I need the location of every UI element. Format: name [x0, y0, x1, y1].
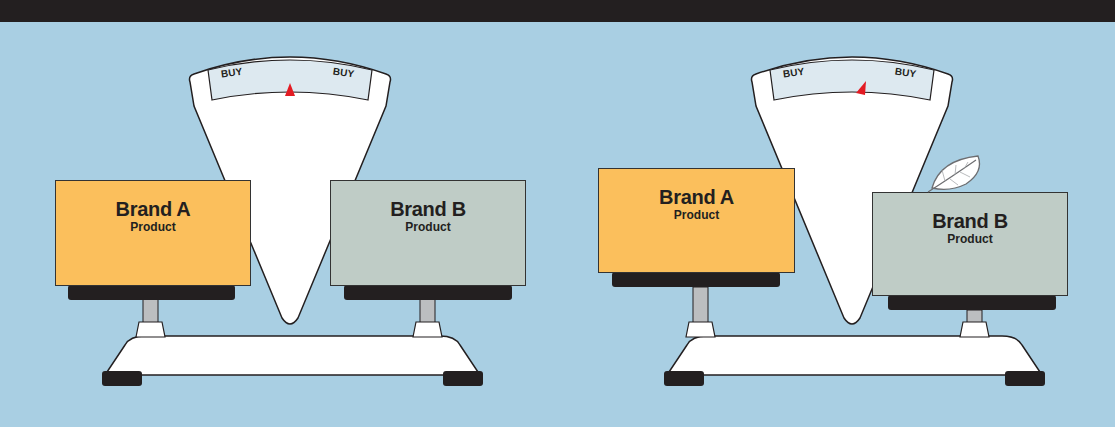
- feather: [928, 156, 980, 192]
- feather-vane: [932, 156, 980, 189]
- scale-pan: [344, 285, 512, 300]
- scale-pan: [68, 285, 235, 300]
- product-box: Brand BProduct: [872, 192, 1068, 296]
- dial-window: [208, 60, 372, 100]
- scale-foot: [443, 371, 483, 386]
- product-box: Brand BProduct: [330, 180, 526, 286]
- scale-stem: [143, 299, 158, 324]
- background: [0, 22, 1115, 427]
- scale-foot: [102, 371, 142, 386]
- stem-collar: [136, 322, 165, 337]
- scale-foot: [664, 371, 704, 386]
- dial-pointer: [285, 83, 295, 96]
- top-band: [0, 0, 1115, 22]
- brand-name: Brand B: [932, 211, 1008, 232]
- scale-base: [105, 336, 480, 375]
- brand-name: Brand B: [390, 199, 466, 220]
- brand-name: Brand A: [116, 199, 191, 220]
- stem-collar: [960, 322, 989, 337]
- brand-name: Brand A: [659, 187, 734, 208]
- stem-collar: [413, 322, 442, 337]
- product-box: Brand AProduct: [598, 168, 795, 273]
- feather-barbs: [942, 162, 970, 185]
- dial-window: [770, 60, 934, 100]
- product-label: Product: [405, 220, 450, 234]
- scale-base: [667, 336, 1042, 375]
- product-box: Brand AProduct: [55, 180, 251, 286]
- product-label: Product: [674, 208, 719, 222]
- product-label: Product: [947, 232, 992, 246]
- scale-pan: [888, 295, 1056, 310]
- dial-pointer: [856, 81, 866, 95]
- feather-shaft: [928, 160, 976, 192]
- scale-foot: [1005, 371, 1045, 386]
- scale-stem: [420, 299, 435, 324]
- scale-stem: [693, 287, 708, 324]
- product-label: Product: [130, 220, 175, 234]
- stem-collar: [686, 322, 715, 337]
- scale-pan: [612, 272, 780, 287]
